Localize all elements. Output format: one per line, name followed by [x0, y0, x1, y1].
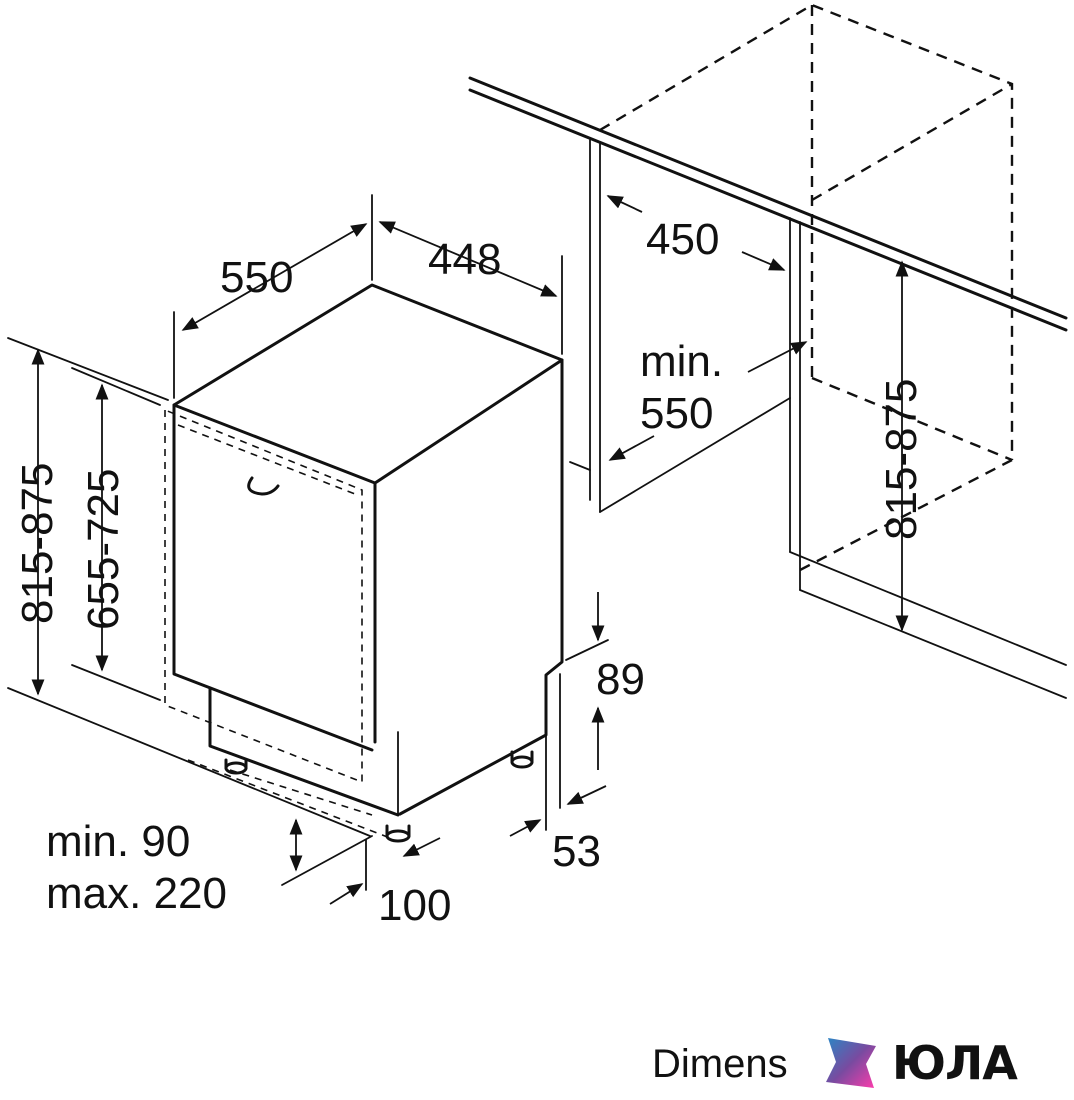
feet — [224, 750, 534, 843]
foot-right — [510, 750, 534, 769]
label-plinth-depth: 100 — [378, 881, 451, 930]
foot-left — [224, 758, 248, 775]
label-plinth-line1: min. 90 — [46, 817, 190, 866]
label-foot-height: 53 — [552, 827, 601, 876]
dimension-lines — [7, 194, 909, 905]
label-top-clearance: 89 — [596, 655, 645, 704]
dishwasher-body — [164, 283, 564, 839]
label-plinth-line2: max. 220 — [46, 869, 227, 918]
cabinet-niche — [468, 3, 1068, 699]
label-depth: 550 — [220, 253, 293, 302]
brand-watermark: ЮЛА — [822, 1033, 1052, 1093]
label-height-body: 655-725 — [79, 469, 128, 630]
dimension-labels: 550 448 450 min. 550 815-875 655-725 815… — [13, 215, 926, 930]
label-height-total-left: 815-875 — [13, 463, 62, 624]
label-niche-width-line1: min. — [640, 337, 723, 386]
label-niche-depth: 450 — [646, 215, 719, 264]
label-niche-width-line2: 550 — [640, 389, 713, 438]
label-width: 448 — [428, 235, 501, 284]
brand-name: ЮЛА — [892, 1036, 1018, 1090]
brand-logo-icon — [826, 1038, 876, 1088]
footer-caption: Dimens — [652, 1042, 788, 1086]
label-height-total-right: 815-875 — [877, 379, 926, 540]
foot-front — [385, 824, 411, 843]
